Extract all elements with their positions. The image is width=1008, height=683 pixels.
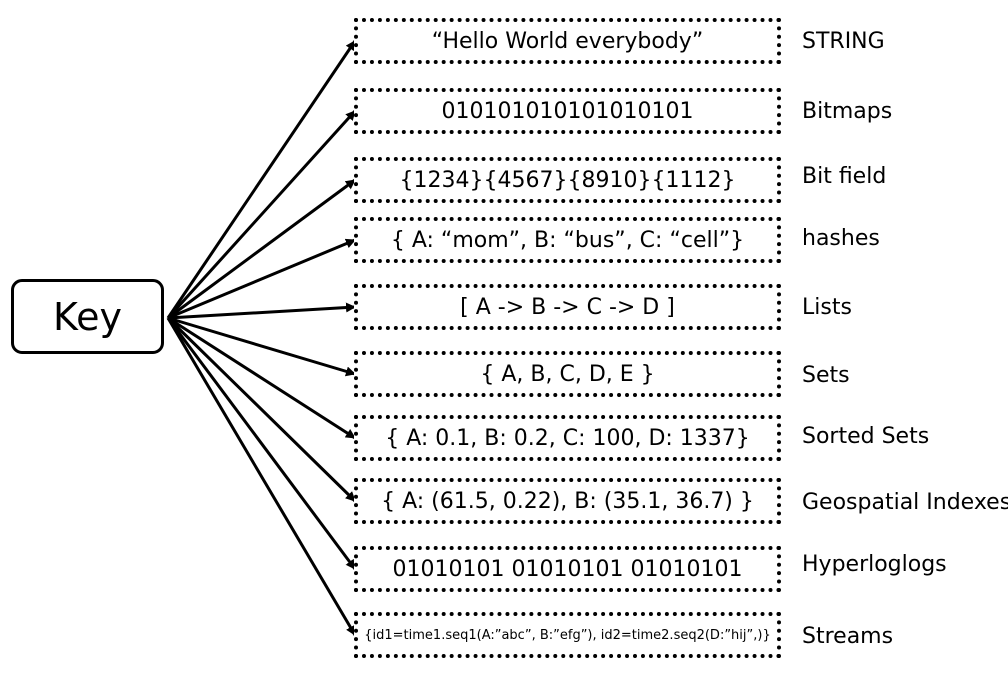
value-box-hyperloglogs: 01010101 01010101 01010101 (354, 546, 781, 592)
type-label-hyperloglogs: Hyperloglogs (802, 552, 947, 577)
type-label-hashes: hashes (802, 226, 880, 251)
value-box-streams: {id1=time1.seq1(A:”abc”, B:”efg”), id2=t… (354, 612, 781, 658)
arrow-to-geospatial (166, 316, 357, 503)
value-box-sets: { A, B, C, D, E } (354, 351, 781, 397)
value-box-bit-field: {1234}{4567}{8910}{1112} (354, 157, 781, 203)
type-label-bitmaps: Bitmaps (802, 99, 893, 124)
value-box-lists: [ A -> B -> C -> D ] (354, 284, 781, 330)
type-label-bit-field: Bit field (802, 164, 887, 189)
type-label-sets: Sets (802, 363, 850, 388)
type-label-lists: Lists (802, 295, 852, 320)
value-hashes: { A: “mom”, B: “bus”, C: “cell”} (390, 227, 745, 253)
type-label-string: STRING (802, 29, 885, 54)
value-streams: {id1=time1.seq1(A:”abc”, B:”efg”), id2=t… (364, 627, 771, 643)
arrow-to-sets (167, 316, 356, 377)
value-box-geospatial: { A: (61.5, 0.22), B: (35.1, 36.7) } (354, 478, 781, 524)
key-label: Key (53, 294, 122, 339)
arrow-to-string (166, 40, 357, 319)
value-box-bitmaps: 010101010101010101 (354, 88, 781, 134)
arrow-to-sorted-sets (167, 316, 356, 440)
type-label-streams: Streams (802, 624, 894, 649)
value-bit-field: {1234}{4567}{8910}{1112} (399, 167, 736, 193)
arrow-to-bit-field (167, 178, 356, 320)
type-label-sorted-sets: Sorted Sets (802, 424, 930, 449)
arrow-to-streams (166, 317, 357, 636)
value-sets: { A, B, C, D, E } (480, 361, 655, 387)
value-hyperloglogs: 01010101 01010101 01010101 (392, 556, 743, 582)
value-geospatial: { A: (61.5, 0.22), B: (35.1, 36.7) } (381, 488, 754, 514)
value-sorted-sets: { A: 0.1, B: 0.2, C: 100, D: 1337} (385, 425, 750, 451)
arrow-to-hashes (167, 238, 356, 320)
value-box-hashes: { A: “mom”, B: “bus”, C: “cell”} (354, 217, 781, 263)
value-lists: [ A -> B -> C -> D ] (460, 294, 675, 320)
value-box-string: “Hello World everybody” (354, 18, 781, 64)
type-label-geospatial-indexes: Geospatial Indexes (802, 490, 1008, 515)
value-box-sorted-sets: { A: 0.1, B: 0.2, C: 100, D: 1337} (354, 415, 781, 461)
arrow-to-lists (167, 302, 356, 320)
arrow-to-bitmaps (166, 109, 357, 320)
value-string: “Hello World everybody” (431, 28, 704, 54)
value-bitmaps: 010101010101010101 (441, 98, 694, 124)
arrow-to-hyperloglogs (166, 317, 357, 570)
key-node: Key (11, 279, 164, 354)
